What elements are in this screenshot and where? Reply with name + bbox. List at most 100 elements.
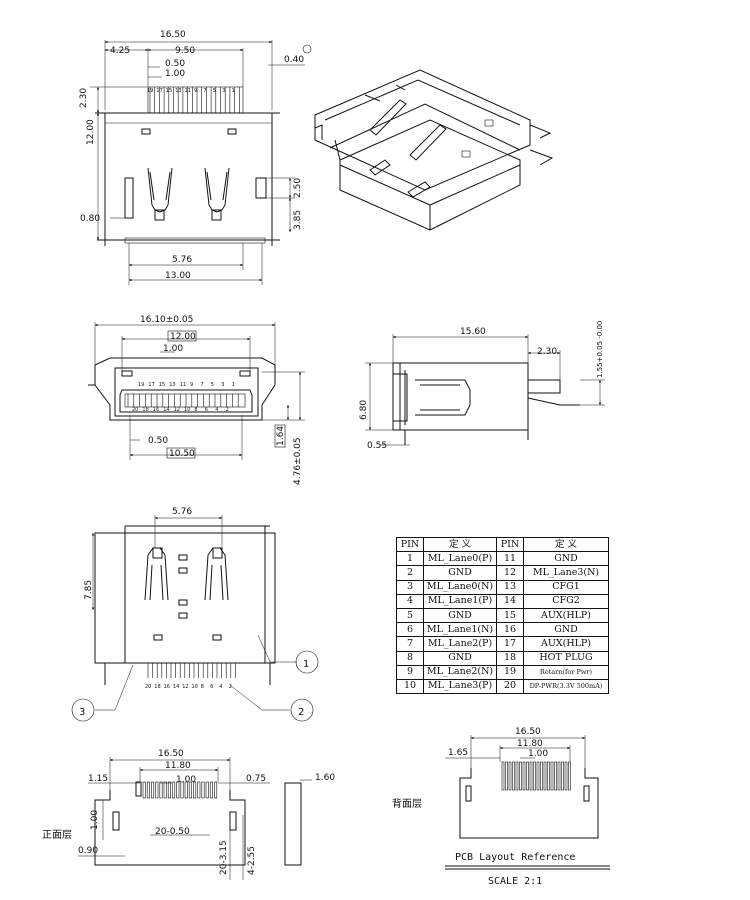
footer-title: PCB Layout Reference — [455, 852, 575, 863]
back-layer-label: 背面层 — [392, 799, 422, 810]
table-header: 定 义 — [523, 536, 609, 553]
footer-scale: SCALE 2:1 — [488, 876, 542, 887]
table-cell: DP-PWR(3.3V 500mA) — [523, 678, 609, 695]
bl-dim-overall: 16.50 — [515, 727, 541, 737]
front-dim-pitch2: 1.00 — [163, 344, 183, 354]
bottom-dim-width: 5.76 — [172, 507, 192, 517]
pin-label: 4 — [219, 684, 222, 690]
side-dim-base: 0.55 — [367, 441, 387, 451]
pin-label: 1 — [232, 88, 235, 94]
pin-label: 9 — [194, 88, 197, 94]
pin-label: 14 — [163, 407, 169, 413]
pad — [547, 761, 550, 791]
pin-label: 2 — [229, 684, 232, 690]
pin-label: 15 — [159, 382, 165, 388]
pin-label: 16 — [164, 684, 170, 690]
table-cell: 12 — [496, 565, 524, 581]
bottom-dim-height: 7.85 — [84, 580, 94, 600]
table-cell: 6 — [396, 622, 424, 638]
fl-dim-pad-w: 0.90 — [78, 846, 98, 856]
pad — [536, 761, 540, 791]
fl-dim-pitch: 1.00 — [176, 775, 196, 785]
pad — [533, 761, 536, 791]
fl-dim-right: 0.75 — [246, 774, 266, 784]
table-header: 定 义 — [423, 536, 497, 553]
pad — [519, 761, 522, 791]
fl-dim-holes-b: 4-2.55 — [247, 846, 257, 875]
pad — [188, 781, 192, 799]
pin-label: 15 — [166, 88, 172, 94]
table-cell: 13 — [496, 579, 524, 595]
top-dim-bottom-a: 5.76 — [172, 255, 192, 265]
pin-label: 13 — [175, 88, 181, 94]
table-cell: HOT PLUG — [523, 650, 609, 666]
table-cell: ML_Lane0(P) — [423, 551, 497, 567]
table-cell: ML_Lane1(P) — [423, 593, 497, 609]
table-cell: ML_Lane1(N) — [423, 622, 497, 638]
pin-label: 5 — [213, 88, 216, 94]
table-cell: 9 — [396, 664, 424, 680]
front-dim-h-small: 1.64 — [276, 426, 286, 446]
pin-label: 7 — [200, 382, 203, 388]
side-view: 15.60 2.30 6.80 0.55 1.55+0.05 -0.00 — [359, 321, 605, 451]
pin-label: 7 — [203, 88, 206, 94]
front-dim-overall: 16.10±0.05 — [140, 315, 193, 325]
pin-label: 20 — [132, 407, 138, 413]
table-cell: 18 — [496, 650, 524, 666]
table-cell: 4 — [396, 593, 424, 609]
fl-dim-inner: 11.80 — [165, 761, 191, 771]
pad — [172, 781, 176, 799]
top-dim-a: 4.25 — [110, 46, 130, 56]
pin-label: 17 — [156, 88, 162, 94]
top-dim-tail: 0.40 — [284, 55, 304, 65]
top-view: 16.50 4.25 9.50 0.50 1.00 0.40 2.30 12.0… — [79, 30, 312, 285]
table-cell: 10 — [396, 678, 424, 695]
pad — [526, 761, 529, 791]
pin-label: 6 — [210, 684, 213, 690]
pad — [205, 781, 209, 799]
table-cell: Retarn(for Pwr) — [523, 664, 609, 680]
callout-2: 2 — [298, 707, 304, 718]
callout-3: 3 — [79, 707, 85, 718]
table-cell: 20 — [496, 678, 524, 695]
top-dim-h-top: 2.30 — [79, 88, 89, 108]
pad — [159, 781, 163, 799]
pin-label: 9 — [190, 382, 193, 388]
pin-label: 18 — [154, 684, 160, 690]
fl-dim-holes-a: 20-3.15 — [219, 840, 229, 875]
pin-label: 8 — [201, 684, 204, 690]
pin-label: 6 — [205, 407, 208, 413]
pad — [151, 781, 155, 799]
pin-label: 18 — [142, 407, 148, 413]
top-dim-bottom-b: 13.00 — [165, 271, 191, 281]
pad — [508, 761, 512, 791]
pad — [554, 761, 557, 791]
pad — [540, 761, 543, 791]
pin-label: 12 — [174, 407, 180, 413]
table-cell: ML_Lane3(N) — [523, 565, 609, 581]
table-cell: AUX(HLP) — [523, 636, 609, 652]
pad — [176, 781, 180, 799]
table-cell: 11 — [496, 551, 524, 567]
pin-label: 10 — [192, 684, 198, 690]
pad — [505, 761, 508, 791]
table-cell: 5 — [396, 607, 424, 624]
pad — [146, 781, 150, 799]
table-cell: CFG1 — [523, 579, 609, 595]
side-dim-tail: 2.30 — [537, 347, 557, 357]
top-dim-slot-h: 2.50 — [293, 178, 303, 198]
front-dim-pitch: 0.50 — [148, 436, 168, 446]
bl-dim-inner: 11.80 — [517, 739, 543, 749]
pad — [550, 761, 554, 791]
table-cell: ML_Lane0(N) — [423, 579, 497, 595]
table-cell: 8 — [396, 650, 424, 666]
pin-label: 11 — [185, 88, 191, 94]
table-cell: 19 — [496, 664, 524, 680]
top-pins — [147, 86, 244, 114]
